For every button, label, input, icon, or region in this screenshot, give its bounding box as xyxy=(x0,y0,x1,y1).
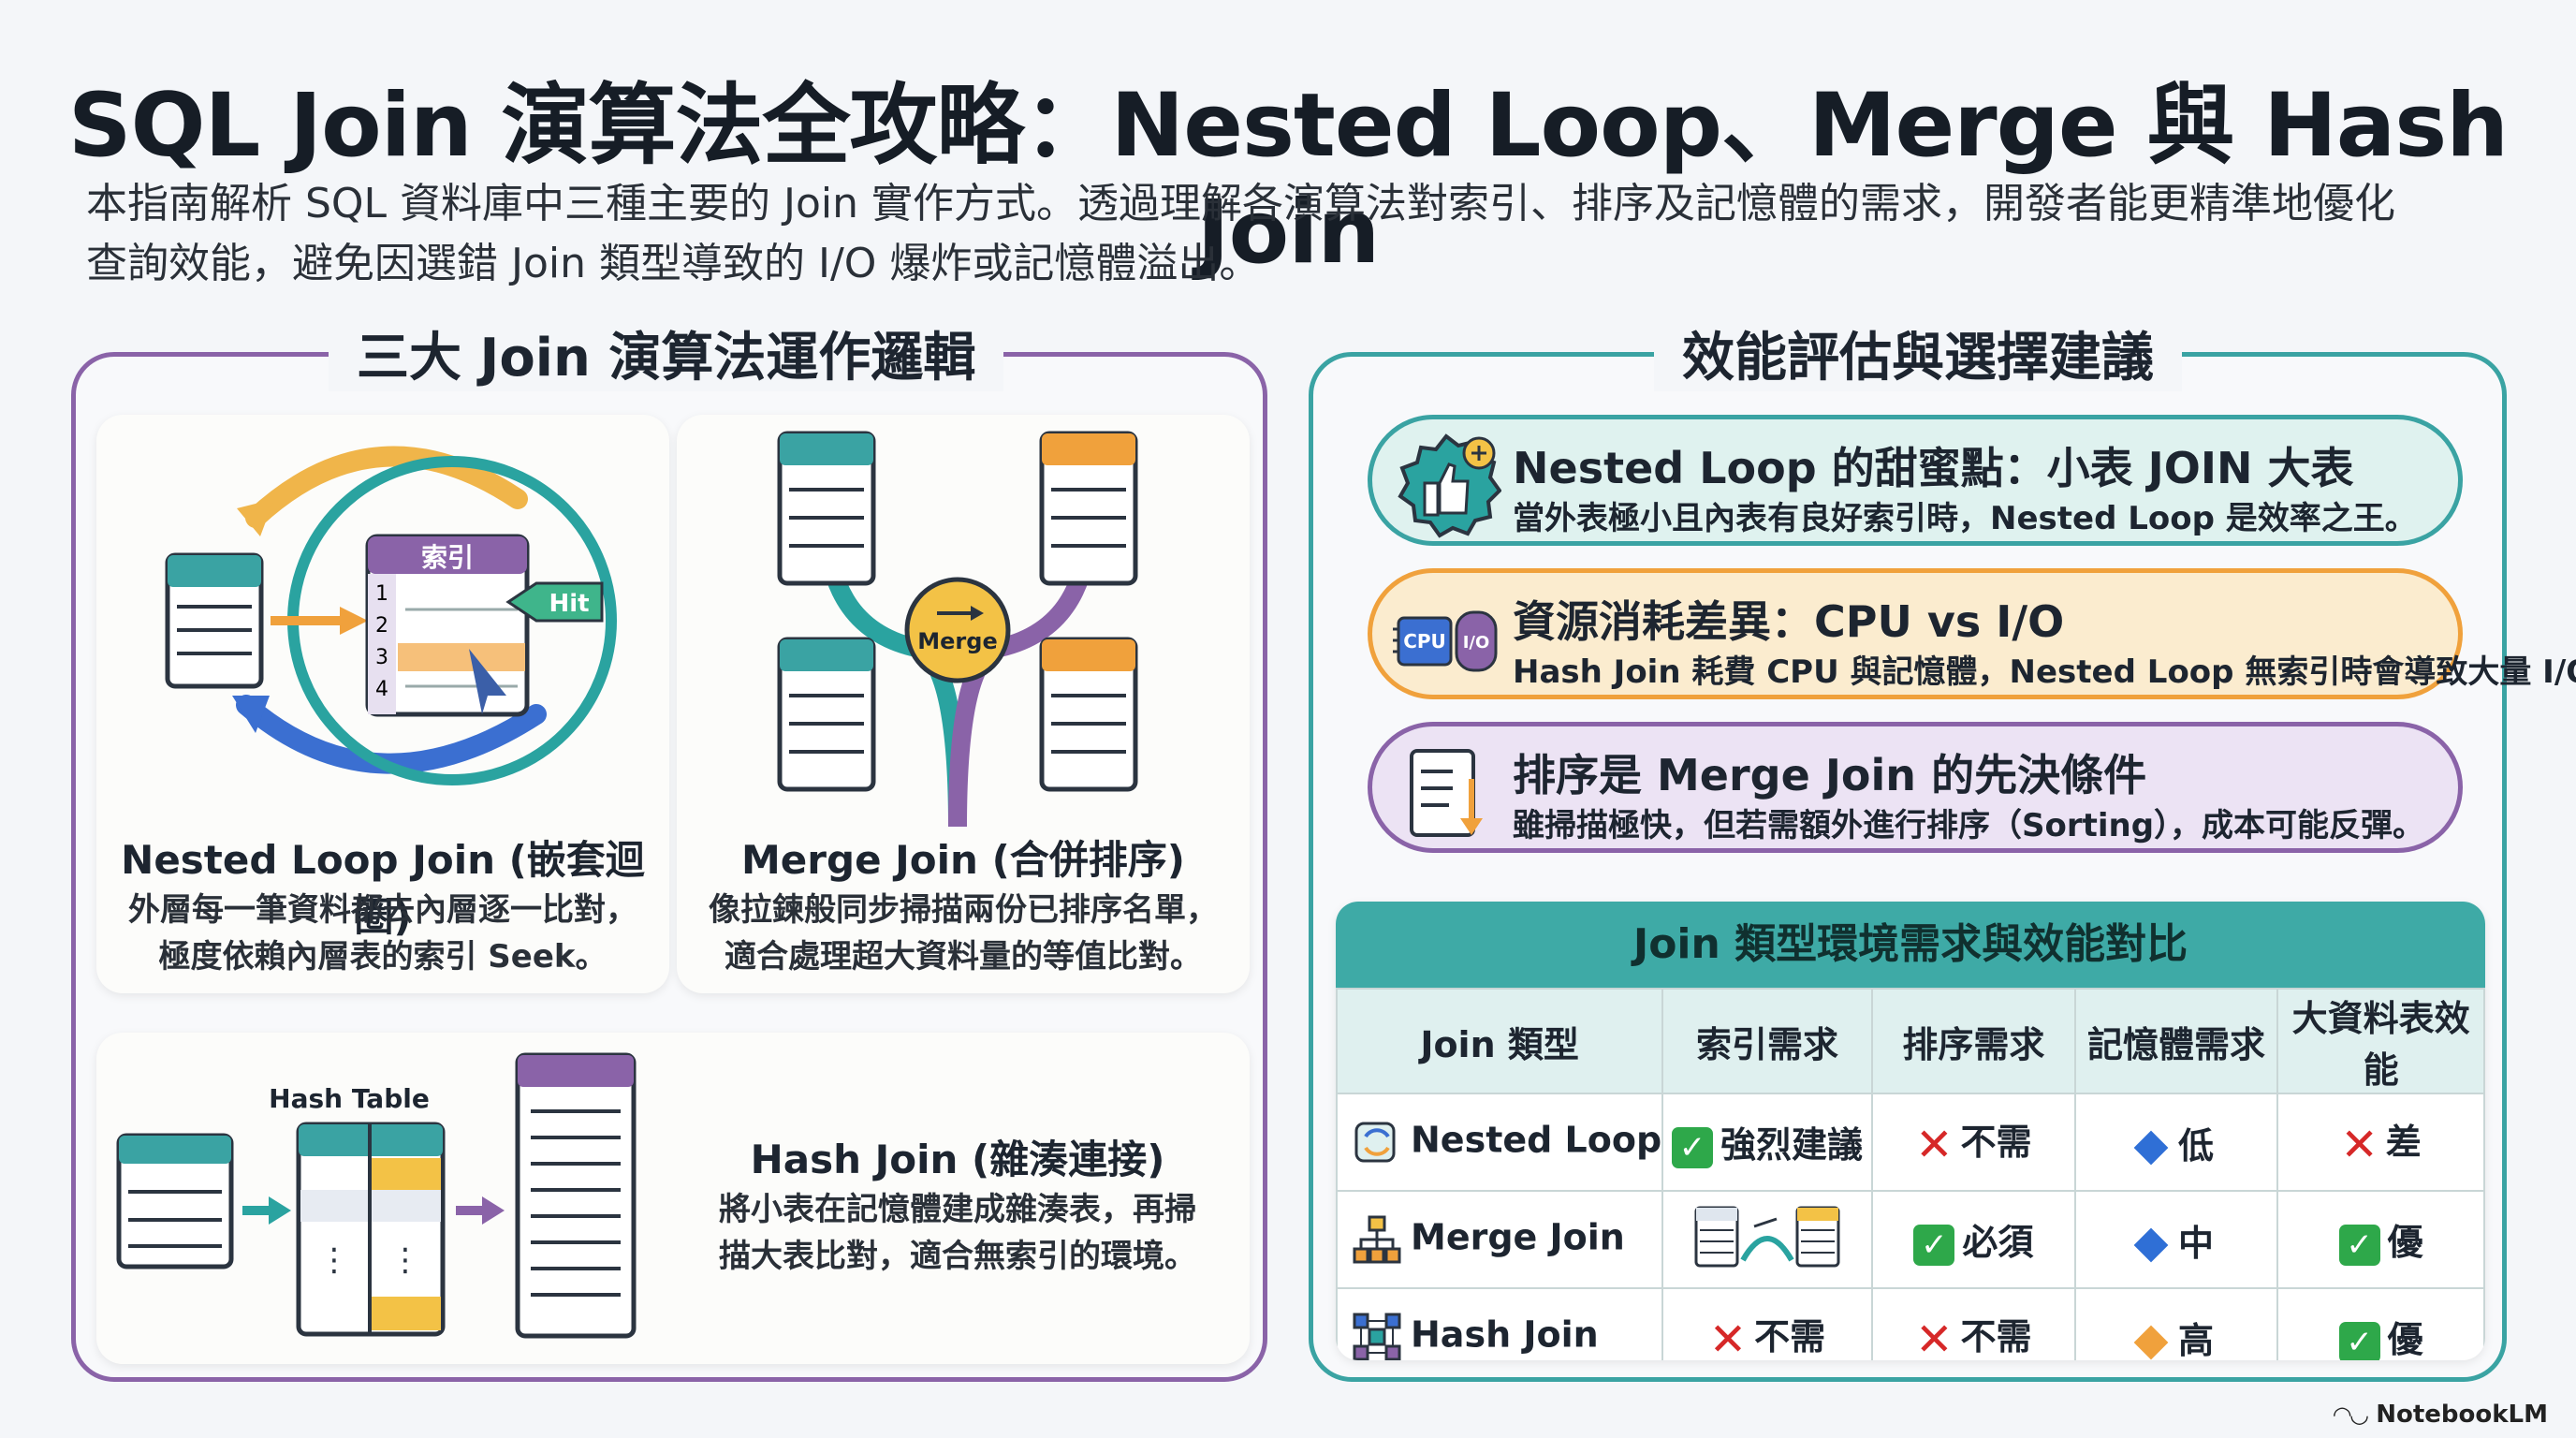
intro-text: 本指南解析 SQL 資料庫中三種主要的 Join 實作方式。透過理解各演算法對索… xyxy=(86,174,2520,294)
footer-brand: ◠◡ NotebookLM xyxy=(2333,1401,2548,1429)
algorithms-panel: 三大 Join 演算法運作邏輯 索引 xyxy=(71,315,1267,1382)
col-header-memory: 記憶體需求 xyxy=(2073,988,2279,1094)
tip-pill-nested-loop: Nested Loop 的甜蜜點：小表 JOIN 大表 當外表極小且內表有良好索… xyxy=(1368,415,2463,546)
merge-tree-icon xyxy=(1353,1215,1401,1264)
row-name-merge-join: Merge Join xyxy=(1411,1216,1625,1258)
tip-pill-sorting: 排序是 Merge Join 的先決條件 雖掃描極快，但若需額外進行排序（Sor… xyxy=(1368,722,2463,853)
blue-diamond-icon xyxy=(2133,1227,2169,1263)
sorted-table-left-top-icon xyxy=(777,431,876,586)
comparison-table-title: Join 類型環境需求與效能對比 xyxy=(1336,902,2485,988)
col-header-big-table: 大資料表效能 xyxy=(2276,988,2485,1094)
sorted-table-left-bottom-icon xyxy=(777,637,876,792)
tip-desc-3: 雖掃描極快，但若需額外進行排序（Sorting），成本可能反彈。 xyxy=(1513,807,2425,844)
merge-join-desc-1: 像拉鍊般同步掃描兩份已排序名單， xyxy=(709,891,1218,929)
table-header-row: Join 類型 索引需求 排序需求 記憶體需求 大資料表效能 xyxy=(1336,988,2485,1094)
loop-icon xyxy=(1354,1122,1396,1163)
tip-desc-1: 當外表極小且內表有良好索引時，Nested Loop 是效率之王。 xyxy=(1513,500,2417,537)
table-row: Hash Join ✕不需 ✕不需 高 ✓優 xyxy=(1336,1287,2485,1360)
svg-text:3: 3 xyxy=(375,646,388,669)
row-name-hash-join: Hash Join xyxy=(1411,1313,1599,1356)
index-table-icon: 索引 1 2 3 4 xyxy=(365,534,530,717)
tip-title-2: 資源消耗差異：CPU vs I/O xyxy=(1513,596,2065,647)
loop-arrow-top xyxy=(245,446,528,528)
small-table-icon xyxy=(116,1133,234,1269)
evaluation-panel: 效能評估與選擇建議 Nested Loop 的甜蜜點：小表 JOIN 大表 當外… xyxy=(1309,315,2576,1382)
cross-icon: ✕ xyxy=(2340,1118,2378,1171)
merge-join-illustration: Merge xyxy=(777,431,1138,828)
table-row: Nested Loop ✓強烈建議 ✕不需 低 ✕差 xyxy=(1336,1093,2485,1192)
cpu-io-icon: CPU I/O xyxy=(1393,610,1498,672)
svg-text:1: 1 xyxy=(375,582,388,606)
tip-pill-resources: CPU I/O 資源消耗差異：CPU vs I/O Hash Join 耗費 C… xyxy=(1368,568,2576,699)
thumbs-up-badge-icon xyxy=(1398,433,1501,538)
nested-loop-title: Nested Loop Join (嵌套迴圈) xyxy=(121,837,645,940)
comparison-table-card: Join 類型環境需求與效能對比 Join 類型 索引需求 排序需求 記憶體需求… xyxy=(1336,902,2485,1360)
svg-text:2: 2 xyxy=(375,614,388,638)
orange-diamond-icon xyxy=(2133,1325,2169,1360)
check-icon: ✓ xyxy=(2338,1224,2380,1266)
intro-line-2: 查詢效能，避免因選錯 Join 類型導致的 I/O 爆炸或記憶體溢出。 xyxy=(86,240,1261,287)
tip-title-1: Nested Loop 的甜蜜點：小表 JOIN 大表 xyxy=(1513,443,2354,493)
col-header-sort: 排序需求 xyxy=(1870,988,2076,1094)
hit-label: Hit xyxy=(549,590,589,618)
notebooklm-logo-icon: ◠◡ xyxy=(2333,1401,2377,1428)
tip-title-3: 排序是 Merge Join 的先決條件 xyxy=(1513,750,2147,800)
large-table-icon xyxy=(515,1052,637,1339)
nested-loop-desc-2: 極度依賴內層表的索引 Seek。 xyxy=(158,938,607,976)
io-label: I/O xyxy=(1463,633,1490,653)
sorted-document-icon xyxy=(1410,749,1483,837)
tip-desc-2: Hash Join 耗費 CPU 與記憶體，Nested Loop 無索引時會導… xyxy=(1513,653,2576,691)
algorithms-panel-title: 三大 Join 演算法運作邏輯 xyxy=(329,315,1004,391)
hash-network-icon xyxy=(1353,1313,1401,1360)
merge-join-desc-2: 適合處理超大資料量的等值比對。 xyxy=(724,938,1202,976)
hash-join-desc-2: 描大表比對，適合無索引的環境。 xyxy=(719,1238,1196,1275)
sorted-table-right-top-icon xyxy=(1039,431,1138,586)
merge-join-card: Merge Merge Join (合併排序) 像拉鍊般同步掃描兩份已排序名單，… xyxy=(677,415,1250,993)
hash-table-label: Hash Table xyxy=(269,1083,430,1114)
hash-join-title: Hash Join (雜湊連接) xyxy=(750,1137,1165,1182)
col-header-index: 索引需求 xyxy=(1661,988,1873,1094)
outer-table-icon xyxy=(165,552,264,689)
svg-text:⋮: ⋮ xyxy=(389,1241,421,1279)
nested-loop-desc-1: 外層每一筆資料都去內層逐一比對， xyxy=(128,891,637,929)
hash-table-icon: ⋮ ⋮ xyxy=(296,1122,446,1337)
cross-icon: ✕ xyxy=(1708,1313,1748,1360)
hash-join-illustration: Hash Table ⋮ ⋮ xyxy=(116,1052,637,1339)
row-name-nested-loop: Nested Loop xyxy=(1411,1119,1662,1161)
check-icon: ✓ xyxy=(1913,1224,1955,1266)
blue-diamond-icon xyxy=(2133,1130,2169,1166)
intro-line-1: 本指南解析 SQL 資料庫中三種主要的 Join 實作方式。透過理解各演算法對索… xyxy=(86,180,2396,227)
col-header-type: Join 類型 xyxy=(1336,988,1664,1094)
cross-icon: ✕ xyxy=(1915,1118,1954,1171)
evaluation-panel-title: 效能評估與選擇建議 xyxy=(1654,315,2182,391)
comparison-table: Join 類型 索引需求 排序需求 記憶體需求 大資料表效能 Nested Lo… xyxy=(1336,988,2485,1360)
page-title: SQL Join 演算法全攻略：Nested Loop、Merge 與 Hash… xyxy=(67,75,2509,284)
hash-join-desc-1: 將小表在記憶體建成雜湊表，再掃 xyxy=(719,1191,1196,1228)
nested-loop-illustration: 索引 1 2 3 4 Hit xyxy=(165,446,617,785)
merge-badge-icon: Merge xyxy=(904,577,1011,683)
table-row: Merge Join xyxy=(1336,1190,2485,1289)
hash-join-card: Hash Table ⋮ ⋮ xyxy=(96,1033,1250,1364)
svg-text:4: 4 xyxy=(375,678,388,701)
nested-loop-card: 索引 1 2 3 4 Hit Nested Loop Join (嵌套迴圈) 外… xyxy=(96,415,669,993)
sorted-table-right-bottom-icon xyxy=(1039,637,1138,792)
index-label: 索引 xyxy=(421,542,474,573)
merge-badge-label: Merge xyxy=(917,628,997,654)
check-icon: ✓ xyxy=(2338,1321,2380,1360)
cross-icon: ✕ xyxy=(1915,1313,1954,1360)
svg-text:⋮: ⋮ xyxy=(318,1241,350,1279)
cursor-icon xyxy=(469,649,506,714)
merge-illustration-icon xyxy=(1694,1206,1840,1267)
merge-join-title: Merge Join (合併排序) xyxy=(741,837,1185,883)
cpu-label: CPU xyxy=(1403,630,1446,653)
check-icon: ✓ xyxy=(1672,1126,1714,1168)
hit-tag-icon: Hit xyxy=(505,581,604,623)
